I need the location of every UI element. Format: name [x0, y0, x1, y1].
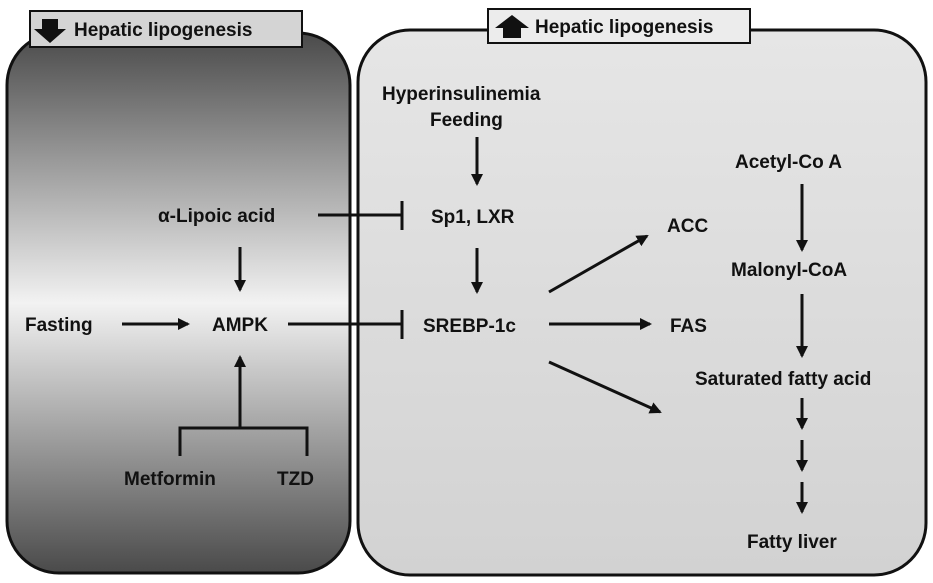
node-tzd: TZD — [277, 469, 314, 490]
node-ampk: AMPK — [212, 315, 268, 336]
arrow-down-icon — [34, 19, 66, 43]
arrow-srebp-to-saturated — [548, 360, 662, 414]
node-fatty-liver: Fatty liver — [747, 532, 837, 553]
node-acetyl-coa: Acetyl-Co A — [735, 152, 842, 173]
node-fas: FAS — [670, 316, 707, 337]
right-header-label: Hepatic lipogenesis — [535, 17, 713, 38]
left-panel-header: Hepatic lipogenesis — [29, 10, 303, 48]
node-sp1-lxr: Sp1, LXR — [431, 207, 515, 228]
node-fasting: Fasting — [25, 315, 93, 336]
right-panel-header: Hepatic lipogenesis — [487, 8, 751, 44]
left-header-label: Hepatic lipogenesis — [74, 20, 252, 41]
node-srebp1c: SREBP-1c — [423, 316, 516, 337]
node-metformin: Metformin — [124, 469, 216, 490]
arrow-srebp-to-acc — [548, 234, 649, 294]
node-malonyl-coa: Malonyl-CoA — [731, 260, 847, 281]
arrow-up-icon — [495, 15, 529, 38]
bracket-metformin-tzd — [178, 426, 309, 456]
node-hyperinsulinemia: Hyperinsulinemia — [382, 84, 541, 105]
left-panel — [5, 31, 352, 575]
node-alpha-lipoic-acid: α-Lipoic acid — [158, 206, 275, 227]
node-saturated-fatty-acid: Saturated fatty acid — [695, 369, 871, 390]
node-feeding: Feeding — [430, 110, 503, 131]
node-acc: ACC — [667, 216, 708, 237]
